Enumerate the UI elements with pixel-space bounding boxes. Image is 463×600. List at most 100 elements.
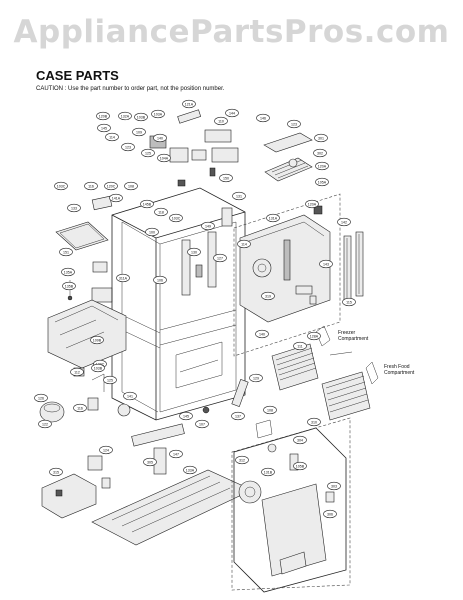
- fan-assembly: [233, 419, 347, 593]
- callout-number: 312: [239, 458, 245, 462]
- position-callout: 108: [263, 405, 277, 415]
- position-callout: 303: [327, 481, 341, 491]
- control-box: [41, 455, 111, 519]
- position-callout: 115: [342, 297, 356, 307]
- callout-number: 303: [331, 484, 337, 488]
- callout-bubble: [183, 465, 197, 475]
- position-callout: 111: [293, 341, 307, 351]
- callout-number: 121A: [185, 102, 194, 106]
- callout-bubble: [151, 109, 165, 119]
- callout-number: 120A: [308, 202, 317, 206]
- callout-number: 315: [53, 470, 59, 474]
- position-callout: 109B: [90, 335, 104, 345]
- callout-bubble: [315, 161, 329, 171]
- door-seal-rails: [343, 231, 364, 301]
- callout-bubble: [34, 393, 48, 403]
- callout-number: 131A: [269, 216, 278, 220]
- callout-bubble: [90, 335, 104, 345]
- callout-number: 145: [101, 126, 107, 130]
- callout-bubble: [225, 108, 239, 118]
- callout-bubble: [49, 467, 63, 477]
- position-callout: 144: [225, 108, 239, 118]
- callout-bubble: [140, 199, 154, 209]
- callout-number: 141: [127, 394, 133, 398]
- callout-number: 145: [183, 414, 189, 418]
- position-callout: 127: [213, 253, 227, 263]
- callout-number: 305: [147, 460, 153, 464]
- callout-number: 125: [107, 378, 113, 382]
- callout-bubble: [38, 419, 52, 429]
- position-callout: 149: [201, 221, 215, 231]
- position-callout: 114: [105, 132, 119, 142]
- position-callout: 125: [141, 148, 155, 158]
- position-callout: 302: [313, 148, 327, 158]
- position-callout: 140: [255, 329, 269, 339]
- position-callout: 125: [103, 375, 117, 385]
- position-callout: 319: [261, 291, 275, 301]
- callout-number: 137: [235, 414, 241, 418]
- callout-bubble: [103, 375, 117, 385]
- callout-bubble: [132, 127, 146, 137]
- callout-number: 301: [318, 136, 324, 140]
- position-callout: 121A: [182, 99, 196, 109]
- callout-bubble: [54, 181, 68, 191]
- callout-number: 131: [236, 194, 242, 198]
- callout-bubble: [255, 329, 269, 339]
- position-callout: 145: [179, 411, 193, 421]
- position-callout: 103B: [134, 112, 148, 122]
- position-callout: 312: [235, 455, 249, 465]
- callout-bubble: [134, 112, 148, 122]
- callout-bubble: [153, 133, 167, 143]
- callout-number: 114: [241, 242, 247, 246]
- position-callout: 142: [337, 217, 351, 227]
- position-callout: 129: [249, 373, 263, 383]
- callout-number: 108: [267, 408, 273, 412]
- callout-bubble: [263, 405, 277, 415]
- position-callout: 133: [67, 203, 81, 213]
- position-callout: 135A: [61, 267, 75, 277]
- callout-number: 120B: [99, 114, 108, 118]
- callout-number: 147: [173, 452, 179, 456]
- callout-bubble: [67, 203, 81, 213]
- callout-number: 145B: [143, 202, 152, 206]
- position-callout: 145: [97, 123, 111, 133]
- callout-number: 112: [74, 370, 80, 374]
- callout-bubble: [314, 133, 328, 143]
- callout-bubble: [121, 142, 135, 152]
- callout-bubble: [232, 191, 246, 201]
- callout-bubble: [307, 417, 321, 427]
- callout-bubble: [99, 445, 113, 455]
- callout-number: 103C: [172, 216, 181, 220]
- callout-number: 115: [346, 300, 352, 304]
- machine-cover: [91, 379, 253, 546]
- callout-bubble: [293, 341, 307, 351]
- position-callout: 133A: [183, 465, 197, 475]
- position-callout: 120A: [305, 199, 319, 209]
- top-vent-parts: [149, 109, 239, 187]
- callout-number: 151: [63, 250, 69, 254]
- callout-number: 120C: [107, 184, 116, 188]
- callout-bubble: [91, 363, 105, 373]
- callout-bubble: [293, 461, 307, 471]
- callout-number: 103B: [94, 366, 103, 370]
- position-callout: 315: [49, 467, 63, 477]
- callout-bubble: [307, 331, 321, 341]
- callout-number: 105B: [296, 464, 305, 468]
- callout-bubble: [62, 281, 76, 291]
- fresh-food-label-line2: Compartment: [384, 370, 415, 376]
- callout-bubble: [305, 199, 319, 209]
- callout-number: 143: [323, 262, 329, 266]
- callout-bubble: [213, 253, 227, 263]
- callout-bubble: [84, 181, 98, 191]
- callout-bubble: [256, 113, 270, 123]
- callout-number: 110: [218, 119, 224, 123]
- position-callout: 120C: [104, 181, 118, 191]
- position-callout: 141: [123, 391, 137, 401]
- position-callout: 132A: [118, 111, 132, 121]
- callout-bubble: [214, 116, 228, 126]
- position-callout: 122: [38, 419, 52, 429]
- callout-bubble: [96, 111, 110, 121]
- position-callout: 114: [237, 239, 251, 249]
- callout-number: 129: [253, 376, 259, 380]
